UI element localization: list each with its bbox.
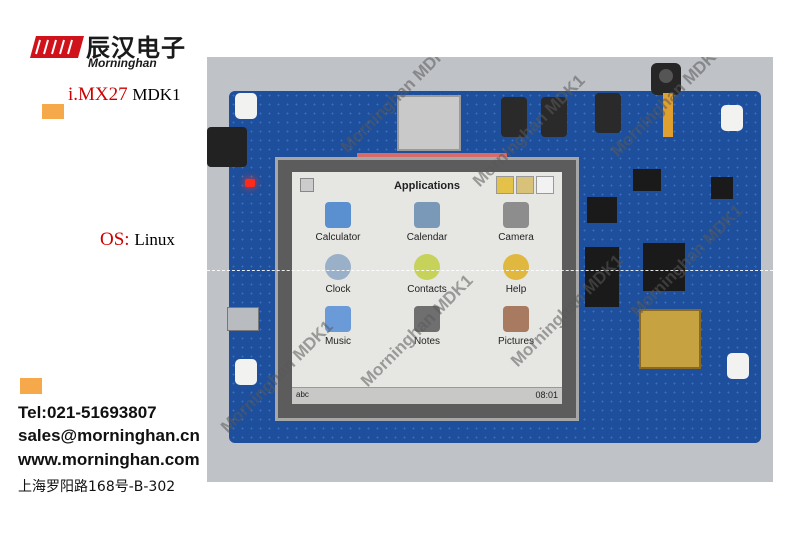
lcd-screen: Applications Calculator Calendar Camera [292, 172, 562, 404]
standoff [235, 359, 257, 385]
os-value: Linux [134, 230, 175, 249]
pictures-icon [503, 306, 529, 332]
ethernet-port [397, 95, 461, 151]
power-jack [207, 127, 247, 167]
help-icon [503, 254, 529, 280]
os-line: OS: Linux [100, 229, 175, 251]
clock-icon [325, 254, 351, 280]
notes-icon [414, 306, 440, 332]
app-camera: Camera [476, 202, 556, 243]
processor-chip [643, 243, 685, 291]
app-label: Music [324, 336, 352, 347]
product-model: MDK1 [132, 85, 181, 104]
memory-chip [585, 247, 619, 307]
calculator-icon [325, 202, 351, 228]
contact-address: 上海罗阳路168号-B-302 [18, 479, 176, 495]
app-label: Clock [325, 284, 351, 295]
app-label: Pictures [497, 336, 535, 347]
audio-jack [595, 93, 621, 133]
app-label: Help [505, 284, 527, 295]
app-pictures: Pictures [476, 306, 556, 347]
app-notes: Notes [387, 306, 467, 347]
accent-swatch [42, 104, 64, 119]
standoff [727, 353, 749, 379]
app-label: Contacts [407, 284, 447, 295]
power-led [245, 179, 255, 187]
keyboard-indicator: abc [296, 390, 309, 399]
home-icon [496, 176, 514, 194]
lcd-display: Applications Calculator Calendar Camera [275, 157, 579, 421]
logo-mark-icon [30, 36, 84, 58]
contact-email: sales@morninghan.cn [18, 426, 200, 445]
product-name: i.MX27 [68, 84, 128, 105]
app-label: Camera [498, 232, 534, 243]
chip [711, 177, 733, 199]
clock-readout: 08:01 [535, 390, 558, 400]
company-logo: 辰汉电子 Morninghan [24, 22, 194, 74]
app-label: Notes [413, 336, 441, 347]
standoff [235, 93, 257, 119]
os-label: OS: [100, 229, 130, 250]
app-music: Music [298, 306, 378, 347]
camera-cable [663, 93, 673, 137]
taskbar: abc 08:01 [292, 387, 562, 404]
logo-english-name: Morninghan [88, 56, 157, 70]
app-label: Calendar [406, 232, 448, 243]
audio-jack [501, 97, 527, 137]
camera-icon [503, 202, 529, 228]
audio-jack [541, 97, 567, 137]
standoff [721, 105, 743, 131]
window-icon [536, 176, 554, 194]
screen-buttons [496, 176, 554, 194]
logo-chinese-name: 辰汉电子 [86, 34, 186, 62]
app-contacts: Contacts [387, 254, 467, 295]
screen-title: Applications [393, 180, 460, 192]
app-calendar: Calendar [387, 202, 467, 243]
settings-icon [516, 176, 534, 194]
chip [633, 169, 661, 191]
contact-swatch [20, 378, 42, 394]
camera-lens [659, 69, 673, 83]
app-label: Calculator [315, 232, 361, 243]
board-photo: Applications Calculator Calendar Camera [207, 57, 773, 482]
chip [587, 197, 617, 223]
product-title: i.MX27 MDK1 [68, 84, 181, 106]
app-calculator: Calculator [298, 202, 378, 243]
contacts-icon [414, 254, 440, 280]
contact-website: www.morninghan.com [18, 450, 200, 469]
contact-tel: Tel:021-51693807 [18, 403, 157, 422]
app-help: Help [476, 254, 556, 295]
menu-icon [300, 178, 314, 192]
mini-usb-port [227, 307, 259, 331]
scan-line [207, 270, 773, 271]
calendar-icon [414, 202, 440, 228]
wifi-module [639, 309, 701, 369]
music-icon [325, 306, 351, 332]
app-clock: Clock [298, 254, 378, 295]
